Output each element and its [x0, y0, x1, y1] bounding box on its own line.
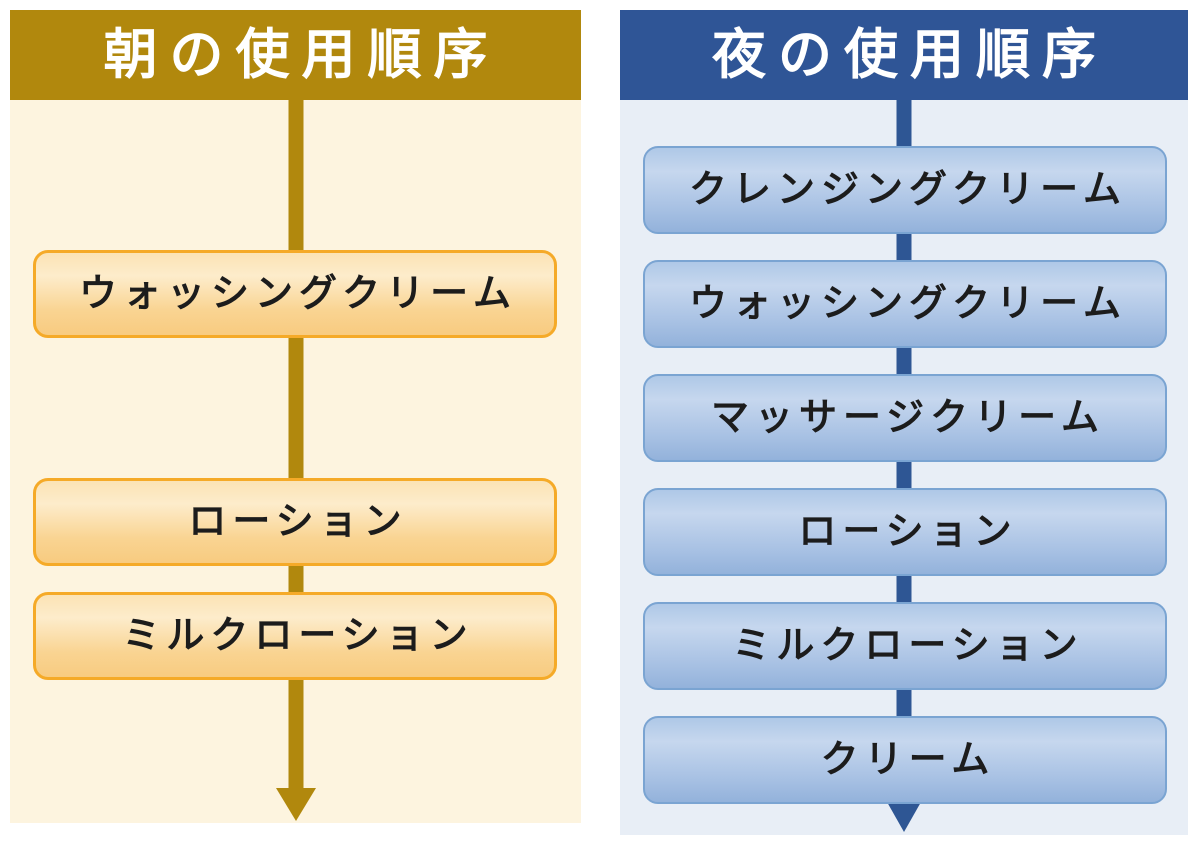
night-step-box: クリーム — [643, 716, 1167, 804]
morning-step-box: ローション — [33, 478, 557, 566]
panel-night-header: 夜の使用順序 — [620, 10, 1188, 100]
morning-step-label: ローション — [188, 501, 408, 543]
morning-flow-connector — [274, 100, 318, 823]
night-step-box: ミルクローション — [643, 602, 1167, 690]
night-step-box: マッサージクリーム — [643, 374, 1167, 462]
morning-flow-line — [288, 100, 303, 790]
night-step-box: クレンジングクリーム — [643, 146, 1167, 234]
night-step-label: ローション — [798, 511, 1018, 553]
morning-step-box: ウォッシングクリーム — [33, 250, 557, 338]
morning-step-label: ウォッシングクリーム — [78, 273, 518, 315]
panel-morning-title: 朝の使用順序 — [103, 25, 500, 85]
night-step-box: ウォッシングクリーム — [643, 260, 1167, 348]
panel-morning-body: ウォッシングクリームローションミルクローション — [10, 100, 581, 823]
night-step-box: ローション — [643, 488, 1167, 576]
panel-morning-header: 朝の使用順序 — [10, 10, 581, 100]
panel-morning: 朝の使用順序 ウォッシングクリームローションミルクローション — [10, 10, 581, 823]
night-step-label: ウォッシングクリーム — [688, 283, 1128, 325]
night-step-label: ミルクローション — [732, 625, 1084, 667]
night-arrow-down-icon — [887, 802, 921, 832]
morning-step-box: ミルクローション — [33, 592, 557, 680]
morning-step-label: ミルクローション — [122, 615, 474, 657]
panel-night: 夜の使用順序 クレンジングクリームウォッシングクリームマッサージクリームローショ… — [620, 10, 1188, 835]
morning-arrow-down-icon — [275, 788, 316, 821]
panel-night-body: クレンジングクリームウォッシングクリームマッサージクリームローションミルクローシ… — [620, 100, 1188, 835]
night-step-label: クリーム — [820, 739, 996, 781]
panel-night-title: 夜の使用順序 — [712, 25, 1108, 85]
night-step-label: クレンジングクリーム — [688, 169, 1128, 211]
night-step-label: マッサージクリーム — [710, 397, 1106, 439]
